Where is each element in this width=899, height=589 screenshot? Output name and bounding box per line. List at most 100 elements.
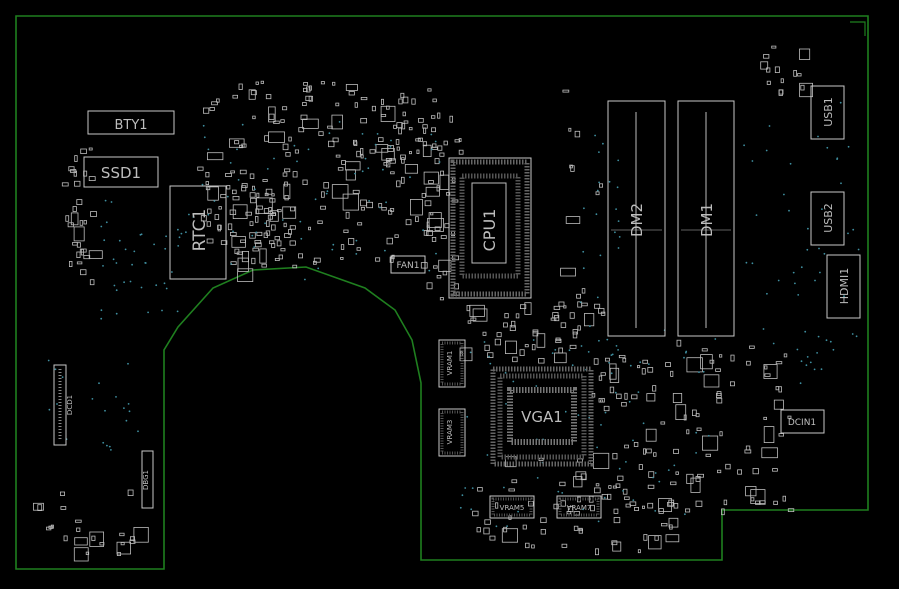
component-pad	[787, 508, 795, 513]
via-dot	[430, 133, 433, 136]
component-pad	[80, 269, 87, 276]
component-pad	[262, 179, 268, 182]
component-pad	[90, 211, 97, 217]
via-dot	[797, 294, 800, 296]
via-dot	[486, 454, 489, 456]
vram1-chip: VRAM1	[438, 339, 466, 388]
component-pad	[271, 243, 276, 248]
component-pad	[236, 251, 244, 255]
via-dot	[140, 286, 143, 289]
via-dot	[768, 125, 771, 127]
via-dot	[806, 248, 809, 251]
component-pad	[313, 257, 321, 263]
component-pad	[797, 73, 802, 77]
component-pad	[265, 188, 273, 195]
component-pad	[133, 527, 149, 543]
via-dot	[614, 391, 617, 394]
via-dot	[615, 208, 617, 211]
via-dot	[564, 410, 567, 413]
component-pad	[256, 192, 260, 198]
component-pad	[665, 362, 671, 367]
component-pad	[495, 502, 499, 509]
via-dot	[489, 362, 492, 365]
via-dot	[488, 355, 490, 358]
component-pad	[228, 138, 245, 148]
component-pad	[624, 444, 629, 449]
via-dot	[809, 361, 812, 364]
via-dot	[161, 309, 163, 312]
component-pad	[241, 143, 247, 148]
component-pad	[782, 495, 786, 502]
component-pad	[658, 508, 664, 514]
via-dot	[163, 282, 166, 285]
component-pad	[454, 139, 460, 143]
component-pad	[531, 544, 535, 549]
component-pad	[612, 452, 618, 460]
component-pad	[613, 508, 619, 514]
component-pad	[647, 367, 654, 373]
component-pad	[308, 226, 311, 231]
component-pad	[439, 297, 444, 301]
component-pad	[705, 453, 711, 457]
component-pad	[423, 229, 429, 236]
via-dot	[177, 245, 180, 247]
via-dot	[594, 134, 596, 137]
component-pad	[292, 264, 298, 269]
via-dot	[616, 186, 619, 189]
component-pad	[207, 208, 212, 214]
via-dot	[374, 143, 377, 146]
via-dot	[600, 424, 602, 426]
component-pad	[502, 322, 508, 328]
via-dot	[806, 356, 809, 358]
component-pad	[76, 527, 81, 532]
via-dot	[820, 368, 823, 371]
via-dot	[755, 214, 758, 217]
component-pad	[422, 124, 428, 129]
via-dot	[125, 419, 128, 422]
via-dot	[505, 403, 507, 405]
component-pad	[633, 441, 639, 447]
dbg1-connector: DBG1	[141, 450, 154, 509]
component-pad	[647, 502, 654, 509]
via-dot	[188, 213, 190, 216]
via-dot	[608, 361, 610, 364]
component-pad	[581, 302, 588, 307]
component-pad	[274, 236, 280, 241]
component-pad	[238, 83, 243, 90]
component-pad	[667, 501, 674, 507]
component-pad	[553, 503, 559, 510]
via-dot	[617, 247, 620, 249]
component-pad	[357, 222, 363, 226]
component-pad	[273, 120, 280, 124]
component-pad	[600, 311, 606, 316]
component-pad	[511, 320, 516, 328]
via-dot	[840, 182, 842, 185]
component-pad	[437, 145, 443, 151]
via-dot	[504, 371, 507, 374]
component-pad	[226, 185, 231, 190]
via-dot	[226, 195, 229, 198]
via-dot	[364, 157, 367, 160]
via-dot	[799, 382, 802, 385]
component-pad	[229, 231, 237, 236]
via-dot	[281, 219, 284, 221]
via-dots	[47, 101, 860, 528]
component-pad	[532, 330, 539, 337]
via-dot	[622, 490, 624, 492]
component-pad	[89, 279, 95, 286]
component-pad	[642, 359, 648, 364]
via-dot	[637, 391, 640, 393]
vram7-chip: VRAM7	[556, 495, 602, 519]
component-pad	[675, 404, 687, 421]
via-dot	[826, 146, 829, 149]
via-dot	[695, 431, 698, 434]
component-pad	[328, 140, 335, 148]
component-pad	[391, 254, 395, 260]
via-dot	[618, 467, 621, 470]
component-pad	[509, 325, 516, 332]
component-pad	[88, 250, 103, 259]
component-pad	[607, 493, 612, 500]
component-pad	[766, 80, 771, 85]
vga1-label: VGA1	[521, 408, 563, 426]
component-pad	[37, 504, 43, 512]
